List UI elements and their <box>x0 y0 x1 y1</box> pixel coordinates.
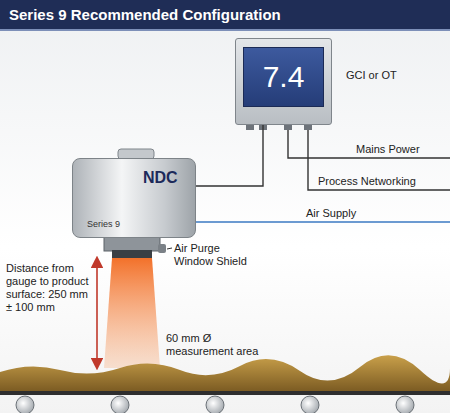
air-supply-line <box>196 221 450 223</box>
cable-connector <box>196 125 263 186</box>
gauge-housing: NDC Series 9 <box>72 158 196 238</box>
dimension-label: 60 mm Ø measurement area <box>166 332 266 358</box>
cable-label: Air Supply <box>306 207 356 220</box>
cable-label: Process Networking <box>318 175 416 188</box>
cable-label: Mains Power <box>356 143 420 156</box>
display-reading: 7.4 <box>243 47 324 107</box>
network-cable <box>308 125 450 190</box>
model-name: Series 9 <box>87 219 120 229</box>
part-label: Air Purge Window Shield <box>174 242 256 268</box>
measurement-beam <box>104 258 160 368</box>
display-label: GCI or OT <box>346 69 397 81</box>
display-unit: 7.4GCI or OT <box>235 38 332 125</box>
conveyor-belt <box>0 391 450 395</box>
leader-line <box>167 248 172 249</box>
gauge-window <box>112 250 152 258</box>
dimension-label: Distance from gauge to product surface: … <box>6 262 90 314</box>
brand-logo: NDC <box>143 169 178 187</box>
gauge-lens-housing <box>104 237 160 251</box>
distance-arrow <box>96 262 98 364</box>
product-surface <box>0 355 450 392</box>
mains-power-cable <box>288 125 450 158</box>
title-text: Series 9 Recommended Configuration <box>9 6 281 23</box>
air-purge-nub <box>158 244 166 253</box>
conveyor-rollers <box>16 396 414 413</box>
